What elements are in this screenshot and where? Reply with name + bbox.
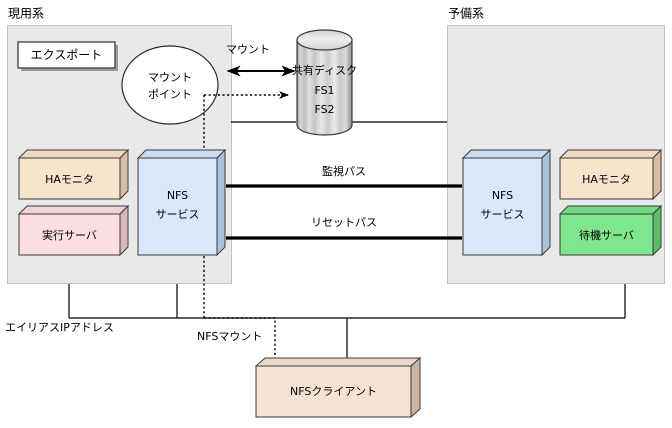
active-ha-monitor-side: [119, 148, 129, 201]
standby-ha-monitor-side: [652, 148, 662, 201]
standby-server-top: [558, 205, 663, 215]
standby-server-face: [559, 213, 654, 256]
nfs-client-label: NFSクライアント: [290, 385, 377, 398]
active-system-title: 現用系: [8, 7, 44, 21]
monitor-path-label: 監視パス: [322, 164, 366, 178]
standby-nfs-service-label-line2: サービス: [481, 208, 525, 221]
export-box-group: エクスポート: [17, 41, 118, 71]
active-nfs-service-label-line2: サービス: [156, 208, 200, 221]
network-bus-group: エイリアスIPアドレス NFSマウント: [5, 284, 626, 358]
mount-point-ellipse: [121, 45, 219, 125]
mount-point-label-line1: マウント: [148, 71, 192, 84]
nfs-client-box: NFSクライアント: [254, 356, 422, 419]
alias-ip-label: エイリアスIPアドレス: [5, 321, 114, 334]
reset-path-group: リセットパス: [226, 216, 462, 240]
shared-disk-cylinder-body: [296, 39, 353, 136]
export-box-label: エクスポート: [31, 48, 103, 62]
mount-point-label-line2: ポイント: [148, 88, 192, 101]
active-nfs-service-top: [136, 149, 227, 159]
active-server-side: [119, 204, 129, 257]
mount-point-group: マウント ポイント: [121, 45, 219, 125]
active-ha-monitor-label: HAモニタ: [45, 173, 94, 186]
mount-edge-group: マウント: [226, 43, 296, 77]
nfs-mount-label: NFSマウント: [197, 330, 262, 343]
standby-system-title: 予備系: [448, 7, 484, 21]
shared-disk-label-line1: 共有ディスク: [292, 63, 357, 77]
active-server-face: [18, 213, 121, 256]
nfs-client-face: [255, 365, 412, 418]
active-ha-monitor-face: [18, 157, 121, 200]
monitor-path-group: 監視パス: [226, 164, 462, 188]
active-nfs-service-side: [216, 148, 226, 257]
nfs-client-top: [254, 357, 422, 367]
shared-disk-cylinder-top: [296, 29, 353, 51]
standby-nfs-service-side: [541, 148, 551, 257]
active-nfs-service-face: [137, 157, 218, 256]
standby-nfs-service-label-line1: NFS: [492, 189, 513, 202]
shared-disk-label-line2: FS1: [314, 84, 334, 97]
standby-ha-monitor-label: HAモニタ: [582, 173, 631, 186]
reset-path-label: リセットパス: [311, 216, 377, 229]
nfs-client-side: [410, 356, 421, 419]
active-nfs-service-box: NFS サービス: [136, 148, 227, 257]
standby-ha-monitor-top: [558, 149, 663, 159]
mount-edge-label: マウント: [226, 43, 270, 56]
active-ha-monitor-box: HAモニタ: [17, 148, 130, 201]
shared-disk-label-line3: FS2: [314, 103, 334, 116]
export-box: [17, 41, 116, 69]
standby-server-side: [652, 204, 662, 257]
standby-ha-monitor-box: HAモニタ: [558, 148, 663, 201]
active-nfs-service-label-line1: NFS: [167, 189, 188, 202]
standby-ha-monitor-face: [559, 157, 654, 200]
shared-disk-group: 共有ディスク FS1 FS2: [231, 29, 447, 136]
standby-nfs-service-box: NFS サービス: [461, 148, 552, 257]
active-server-top: [17, 205, 130, 215]
active-server-label: 実行サーバ: [42, 229, 97, 242]
standby-nfs-service-top: [461, 149, 552, 159]
standby-server-box: 待機サーバ: [558, 204, 663, 257]
active-server-box: 実行サーバ: [17, 204, 130, 257]
active-ha-monitor-top: [17, 149, 130, 159]
standby-server-label: 待機サーバ: [579, 228, 634, 242]
standby-nfs-service-face: [462, 157, 543, 256]
